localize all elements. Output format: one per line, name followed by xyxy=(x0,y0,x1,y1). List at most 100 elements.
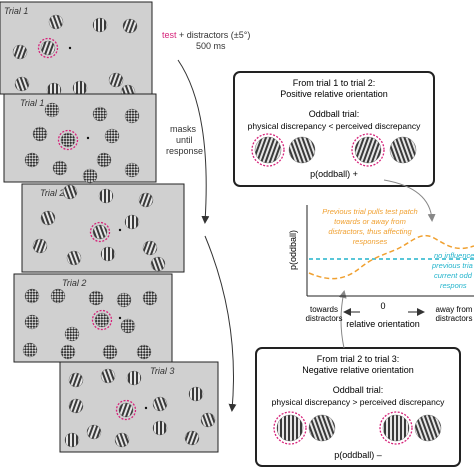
test-patch-ring xyxy=(37,37,59,59)
distractor-patch xyxy=(68,398,84,414)
distractor-patch xyxy=(62,184,78,200)
test-patch xyxy=(92,224,108,240)
distractor-patch xyxy=(142,240,158,256)
fixation-dot xyxy=(144,406,148,410)
distractor-patch xyxy=(184,430,200,446)
x-left-end-line1: towards xyxy=(310,305,338,314)
box-title-line1: From trial 1 to trial 2: xyxy=(293,78,376,88)
distractor-patch xyxy=(124,214,140,230)
distractor-patch xyxy=(86,424,102,440)
distractor-patch xyxy=(188,386,204,402)
distractor-patch xyxy=(122,18,138,34)
masks-line1: masks xyxy=(170,124,197,134)
x-right-end-line2: distractors xyxy=(436,314,473,323)
test-patch xyxy=(118,402,134,418)
stimulus-label: test + distractors (±5°) xyxy=(162,30,250,40)
box-result: p(oddball) – xyxy=(334,450,382,460)
trial-label: Trial 1 xyxy=(4,6,28,16)
cyan-note-line3: current odd xyxy=(434,271,473,280)
flow-arrow-1 xyxy=(177,59,210,224)
test-patch xyxy=(354,136,382,164)
test-patch xyxy=(40,40,56,56)
distractor-text: + distractors (±5°) xyxy=(177,30,251,40)
top-to-plot-arrow xyxy=(383,179,436,222)
trial-panel-5: Trial 3 xyxy=(59,361,219,453)
x-right-end-line1: away from xyxy=(436,305,473,314)
mask-patch xyxy=(120,318,136,334)
distractor-patch xyxy=(92,17,108,33)
mask-patch xyxy=(24,152,40,168)
x-axis-label: relative orientation xyxy=(346,319,420,329)
mask-patch xyxy=(24,314,40,330)
trial-label: Trial 2 xyxy=(62,278,86,288)
trial-label: Trial 1 xyxy=(20,98,44,108)
box-result: p(oddball) + xyxy=(310,169,358,179)
mask-patch xyxy=(92,106,108,122)
top-info-box: From trial 1 to trial 2: Positive relati… xyxy=(233,71,435,187)
box-title-line2: Negative relative orientation xyxy=(302,365,414,375)
distractor-patch xyxy=(114,432,130,448)
distractor-patch xyxy=(64,432,80,448)
mask-patch xyxy=(124,108,140,124)
test-patch-ring xyxy=(57,129,79,151)
fixation-dot xyxy=(118,228,122,232)
distractor-patch xyxy=(68,372,84,388)
x-tick-zero: 0 xyxy=(380,301,385,311)
flow-arrow-2 xyxy=(204,235,237,412)
distractor-patch xyxy=(14,76,30,92)
fixation-dot xyxy=(118,316,122,320)
test-patch xyxy=(276,414,304,442)
orange-note-line4: responses xyxy=(353,237,388,246)
test-patch xyxy=(382,414,410,442)
mask-patch xyxy=(50,288,66,304)
test-patch-ring xyxy=(379,411,413,445)
distractor-patch xyxy=(200,412,216,428)
mask-patch xyxy=(102,344,118,360)
distractor-patch xyxy=(72,80,88,96)
distractor-patch xyxy=(152,420,168,436)
distractor-patch xyxy=(66,250,82,266)
distractor-patch xyxy=(138,192,154,208)
distractor-patch xyxy=(288,136,316,164)
distractor-patch xyxy=(414,414,442,442)
bottom-to-plot-arrow xyxy=(338,290,347,349)
distractor-patch xyxy=(40,210,56,226)
box-subtitle: Oddball trial: xyxy=(309,109,360,119)
box-relation: physical discrepancy < perceived discrep… xyxy=(248,121,421,131)
cyan-note-line1: no influence xyxy=(434,251,474,260)
distractor-patch xyxy=(108,72,124,88)
distractor-patch xyxy=(98,188,114,204)
distractor-patch xyxy=(389,136,417,164)
distractor-patch xyxy=(308,414,336,442)
cyan-note-line4: respons xyxy=(440,281,467,290)
distractor-patch xyxy=(100,368,116,384)
cyan-note-line2: previous tria xyxy=(431,261,473,270)
mask-patch xyxy=(32,126,48,142)
bottom-info-box: From trial 2 to trial 3: Negative relati… xyxy=(255,347,461,467)
distractor-patch xyxy=(48,14,64,30)
mask-patch xyxy=(44,102,60,118)
x-left-end-line2: distractors xyxy=(306,314,343,323)
box-relation: physical discrepancy > perceived discrep… xyxy=(272,397,445,407)
orange-note-line1: Previous trial pulls test patch xyxy=(322,207,417,216)
mask-patch xyxy=(22,342,38,358)
mask-patch xyxy=(60,344,76,360)
trial-panel-3: Trial 2 xyxy=(21,183,185,273)
mask-patch xyxy=(60,132,76,148)
mask-patch xyxy=(88,290,104,306)
mask-patch xyxy=(104,128,120,144)
distractor-patch xyxy=(126,370,142,386)
mask-patch xyxy=(136,344,152,360)
mask-patch xyxy=(116,292,132,308)
y-axis-label: p(oddball) xyxy=(288,230,298,270)
box-subtitle: Oddball trial: xyxy=(333,385,384,395)
masks-line3: response xyxy=(166,146,203,156)
mask-patch xyxy=(96,152,112,168)
trial-panel-1: Trial 1 xyxy=(0,1,153,100)
trial-label: Trial 2 xyxy=(40,188,64,198)
distractor-patch xyxy=(12,44,28,60)
trial-panel-4: Trial 2 xyxy=(13,273,173,363)
mask-patch xyxy=(82,168,98,184)
mask-patch xyxy=(64,326,80,342)
